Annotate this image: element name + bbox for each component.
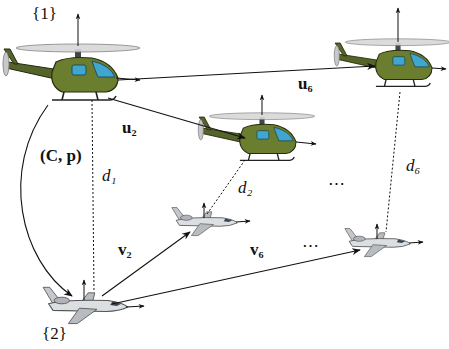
distance-label: d₆ <box>404 156 422 176</box>
helicopter <box>198 113 314 161</box>
distance-lines <box>92 92 400 292</box>
frame-label: {2} <box>40 324 69 344</box>
illustration-part <box>262 95 263 115</box>
frame-label: {1} <box>30 4 59 24</box>
vector-label: v₂ <box>116 240 134 260</box>
frame-axes <box>78 8 446 307</box>
illustration-part <box>377 224 378 239</box>
ellipsis: ⋯ <box>300 236 321 256</box>
illustration-part <box>236 221 250 222</box>
illustration-part <box>118 66 375 80</box>
illustration-part <box>21 105 72 296</box>
helicopter <box>334 39 449 87</box>
aircraft <box>345 229 410 257</box>
distance-label: d₂ <box>236 178 254 198</box>
illustration-part <box>398 8 399 42</box>
illustration-part <box>78 14 79 46</box>
helicopter <box>3 44 140 100</box>
illustration-part <box>432 68 446 69</box>
vector-label: v₆ <box>248 240 266 260</box>
illustration-part <box>112 250 360 304</box>
aircraft <box>43 287 128 323</box>
vector-arrows <box>21 66 375 304</box>
transform-label: (C, p) <box>38 146 84 166</box>
vector-label: u₂ <box>120 118 139 138</box>
distance-label: d₁ <box>100 166 118 186</box>
illustration-part <box>92 100 94 292</box>
illustration-part <box>386 92 400 232</box>
illustration-part <box>409 242 423 243</box>
illustration-part <box>126 306 144 307</box>
illustration-part <box>84 280 85 300</box>
illustration-part <box>296 142 316 144</box>
ellipsis: ⋯ <box>326 174 347 194</box>
illustration-part <box>108 98 245 138</box>
aircraft <box>172 208 237 236</box>
illustration-part <box>102 232 190 296</box>
vector-label: u₆ <box>296 74 315 94</box>
illustration-part <box>204 203 205 218</box>
